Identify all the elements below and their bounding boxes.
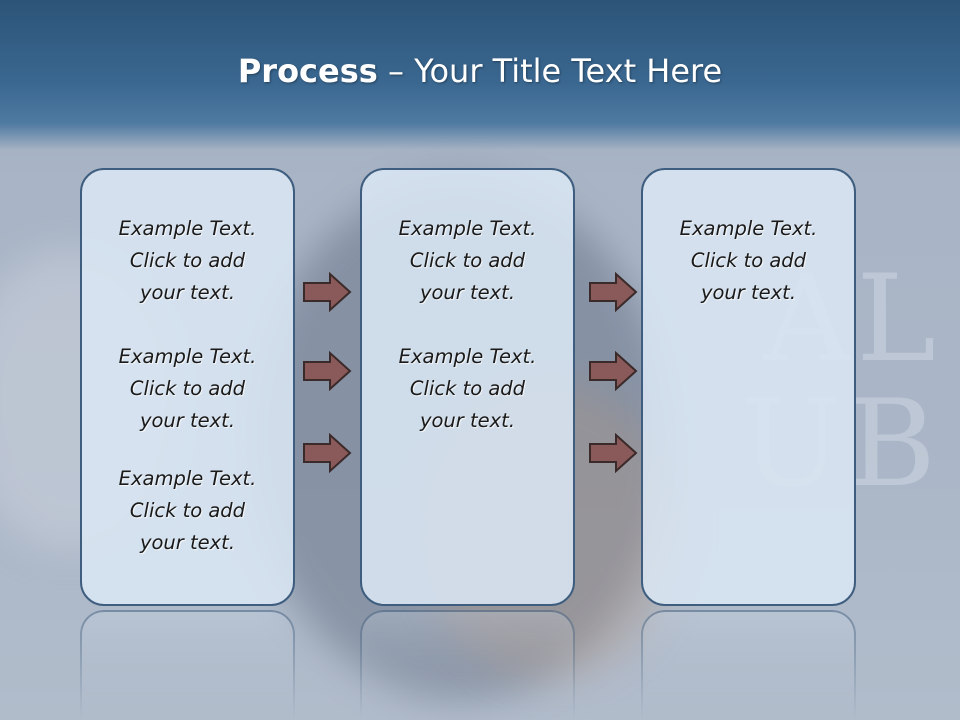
title-rest-part: – Your Title Text Here — [377, 52, 723, 90]
process-panel-2[interactable]: Example Text. Click to add your text. Ex… — [360, 168, 575, 606]
right-arrow-icon[interactable] — [588, 433, 638, 473]
right-arrow-icon[interactable] — [302, 433, 352, 473]
panel-1-text-3[interactable]: Example Text. Click to add your text. — [118, 467, 257, 554]
title-bold-part: Process — [237, 52, 378, 90]
panel-2-text-2[interactable]: Example Text. Click to add your text. — [398, 345, 537, 432]
panel-1-text-2[interactable]: Example Text. Click to add your text. — [118, 345, 257, 432]
panel-3-text-1[interactable]: Example Text. Click to add your text. — [679, 217, 818, 304]
process-panel-3[interactable]: Example Text. Click to add your text. — [641, 168, 856, 606]
title-bar — [0, 0, 960, 150]
panel-3-reflection — [641, 610, 856, 720]
right-arrow-icon[interactable] — [588, 351, 638, 391]
process-panel-1[interactable]: Example Text. Click to add your text. Ex… — [80, 168, 295, 606]
right-arrow-icon[interactable] — [302, 272, 352, 312]
panel-2-text-1[interactable]: Example Text. Click to add your text. — [398, 217, 537, 304]
panel-2-reflection — [360, 610, 575, 720]
panel-1-reflection — [80, 610, 295, 720]
panel-1-text-1[interactable]: Example Text. Click to add your text. — [118, 217, 257, 304]
right-arrow-icon[interactable] — [588, 272, 638, 312]
slide-title[interactable]: Process – Your Title Text Here — [0, 52, 960, 90]
right-arrow-icon[interactable] — [302, 351, 352, 391]
